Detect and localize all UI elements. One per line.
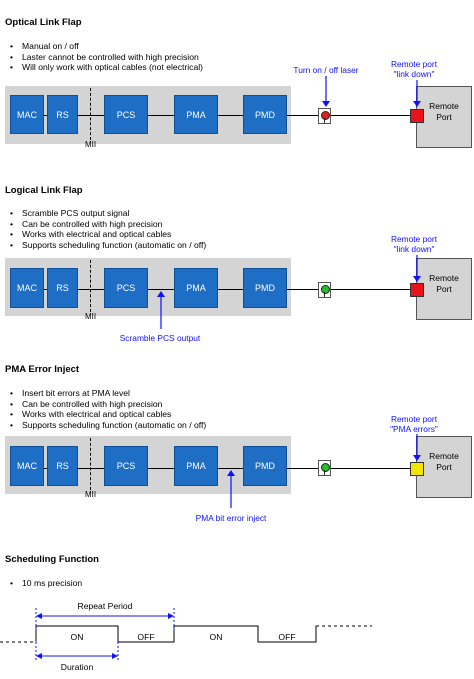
remote-status-square (410, 462, 424, 476)
remote-arrow (413, 255, 421, 282)
mac-block: MAC (10, 268, 44, 308)
bullet-item: Can be controlled with high precision (10, 219, 206, 230)
laser-arrow (322, 76, 330, 107)
mac-block: MAC (10, 95, 44, 134)
remote-note-line1: Remote port (390, 414, 438, 424)
remote-label-2: Port (436, 462, 452, 472)
led-dot (321, 285, 330, 294)
rs-block: RS (47, 95, 78, 134)
bullet-item: Can be controlled with high precision (10, 399, 206, 410)
repeat-period-label: Repeat Period (77, 601, 133, 611)
remote-status-square (410, 283, 424, 297)
remote-port-box: Remote Port (416, 436, 472, 498)
bullet-list-pma: Insert bit errors at PMA level Can be co… (10, 388, 206, 430)
remote-label-1: Remote (429, 451, 459, 461)
state-off-label: OFF (137, 632, 155, 642)
bullet-item: Manual on / off (10, 41, 203, 52)
remote-port-box: Remote Port (416, 86, 472, 148)
bullet-item: 10 ms precision (10, 578, 82, 589)
pma-block: PMA (174, 268, 218, 308)
bullet-item: Insert bit errors at PMA level (10, 388, 206, 399)
inject-note: PMA bit error inject (195, 513, 267, 523)
pmd-block: PMD (243, 446, 287, 486)
bullet-item: Scramble PCS output signal (10, 208, 206, 219)
remote-arrow (413, 434, 421, 461)
pmd-block: PMD (243, 95, 287, 134)
status-led (318, 460, 331, 476)
status-led (318, 282, 331, 298)
mii-label: MII (85, 312, 97, 321)
remote-note: Remote port "link down" (382, 234, 446, 254)
state-on-label: ON (209, 632, 223, 642)
section-title-scheduling: Scheduling Function (5, 554, 99, 565)
mii-divider (90, 88, 91, 140)
schedule-timeline (0, 608, 372, 662)
link-line (38, 115, 418, 116)
state-off-label: OFF (278, 632, 296, 642)
duration-label: Duration (60, 662, 94, 672)
bullet-item: Supports scheduling function (automatic … (10, 420, 206, 431)
remote-note-line1: Remote port (390, 59, 438, 69)
state-on-label: ON (70, 632, 84, 642)
pcs-block: PCS (104, 268, 148, 308)
remote-label-2: Port (436, 112, 452, 122)
inject-arrow (157, 291, 165, 329)
bullet-list-logical: Scramble PCS output signal Can be contro… (10, 208, 206, 250)
rs-block: RS (47, 446, 78, 486)
remote-label-2: Port (436, 284, 452, 294)
remote-note-line2: "link down" (393, 69, 435, 79)
mac-block: MAC (10, 446, 44, 486)
pma-block: PMA (174, 95, 218, 134)
mii-divider (90, 260, 91, 312)
remote-status-square (410, 109, 424, 123)
section-title-pma: PMA Error Inject (5, 364, 80, 375)
pcs-block: PCS (104, 95, 148, 134)
remote-note-line2: "PMA errors" (390, 424, 438, 434)
bullet-item: Works with electrical and optical cables (10, 229, 206, 240)
remote-arrow (413, 80, 421, 107)
remote-note-line1: Remote port (390, 234, 438, 244)
pcs-block: PCS (104, 446, 148, 486)
mii-label: MII (85, 140, 97, 149)
laser-led (318, 108, 331, 124)
pma-block: PMA (174, 446, 218, 486)
inject-arrow (227, 470, 235, 508)
bullet-item: Supports scheduling function (automatic … (10, 240, 206, 251)
remote-note-line2: "link down" (393, 244, 435, 254)
link-line (38, 289, 418, 290)
pmd-block: PMD (243, 268, 287, 308)
mii-divider (90, 438, 91, 490)
remote-label-1: Remote (429, 101, 459, 111)
rs-block: RS (47, 268, 78, 308)
bullet-list-scheduling: 10 ms precision (10, 578, 82, 589)
led-dot (321, 111, 330, 120)
mii-label: MII (85, 490, 97, 499)
remote-note: Remote port "PMA errors" (382, 414, 446, 434)
remote-label-1: Remote (429, 273, 459, 283)
bullet-item: Will only work with optical cables (not … (10, 62, 203, 73)
link-line (38, 468, 418, 469)
bullet-item: Laster cannot be controlled with high pr… (10, 52, 203, 63)
section-title-optical: Optical Link Flap (5, 17, 82, 28)
bullet-list-optical: Manual on / off Laster cannot be control… (10, 41, 203, 73)
laser-note: Turn on / off laser (293, 65, 359, 75)
led-dot (321, 463, 330, 472)
inject-note: Scramble PCS output (119, 333, 201, 343)
remote-port-box: Remote Port (416, 258, 472, 320)
section-title-logical: Logical Link Flap (5, 185, 83, 196)
bullet-item: Works with electrical and optical cables (10, 409, 206, 420)
remote-note: Remote port "link down" (382, 59, 446, 79)
